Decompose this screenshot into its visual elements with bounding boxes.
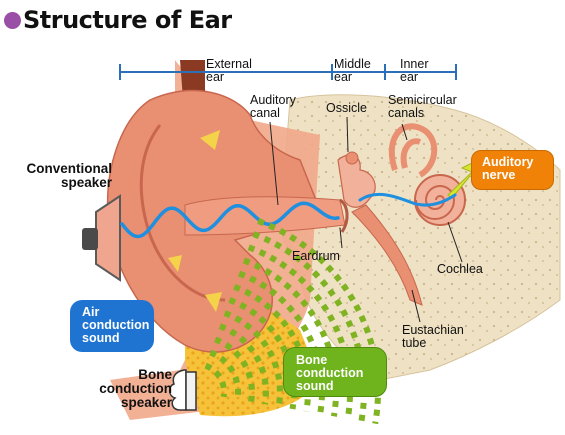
eustachian-tube bbox=[351, 204, 423, 306]
label-external-ear: External ear bbox=[206, 57, 252, 84]
label-middle-ear: Middle ear bbox=[334, 57, 371, 84]
callout-auditory-nerve: Auditory nerve bbox=[471, 150, 554, 190]
cartilage-1 bbox=[200, 130, 220, 150]
callout-air-conduction: Air conduction sound bbox=[70, 300, 154, 352]
callout-bone-conduction: Bone conduction sound bbox=[283, 347, 387, 397]
air-wave-inner bbox=[358, 192, 457, 207]
air-wave-icon bbox=[120, 201, 340, 239]
bone-wave-arc bbox=[238, 270, 325, 415]
label-bone-conduction-speaker: Bone conduction speaker bbox=[99, 367, 172, 410]
label-eardrum: Eardrum bbox=[292, 249, 340, 263]
bone-wave-arc bbox=[223, 310, 283, 408]
leader-lines bbox=[269, 116, 463, 323]
label-auditory-canal: Auditory canal bbox=[250, 93, 296, 120]
cartilage-2 bbox=[168, 255, 182, 272]
label-semicircular-canals: Semicircular canals bbox=[388, 93, 457, 120]
eardrum bbox=[339, 198, 349, 233]
bone-wave-arc bbox=[218, 323, 269, 405]
label-cochlea: Cochlea bbox=[437, 262, 483, 276]
bone-conduction-speaker-icon bbox=[168, 369, 197, 411]
label-ossicle: Ossicle bbox=[326, 101, 367, 115]
cartilage-3 bbox=[205, 292, 222, 312]
label-conventional-speaker: Conventional speaker bbox=[26, 161, 112, 190]
semicircular-canals bbox=[388, 123, 438, 178]
bone-wave-arc bbox=[209, 349, 241, 400]
auricle-inner bbox=[139, 124, 226, 302]
bone-wave-arc bbox=[204, 362, 228, 398]
region-bracket bbox=[119, 64, 457, 80]
label-inner-ear: Inner ear bbox=[400, 57, 429, 84]
page-title: Structure of Ear bbox=[4, 6, 232, 34]
speaker-cone-icon bbox=[82, 194, 121, 282]
title-bullet-icon bbox=[4, 11, 21, 29]
bone-wave-arc bbox=[214, 336, 255, 403]
title-text: Structure of Ear bbox=[23, 6, 232, 34]
bone-wave-arc bbox=[228, 297, 297, 410]
label-eustachian-tube: Eustachian tube bbox=[402, 323, 464, 350]
